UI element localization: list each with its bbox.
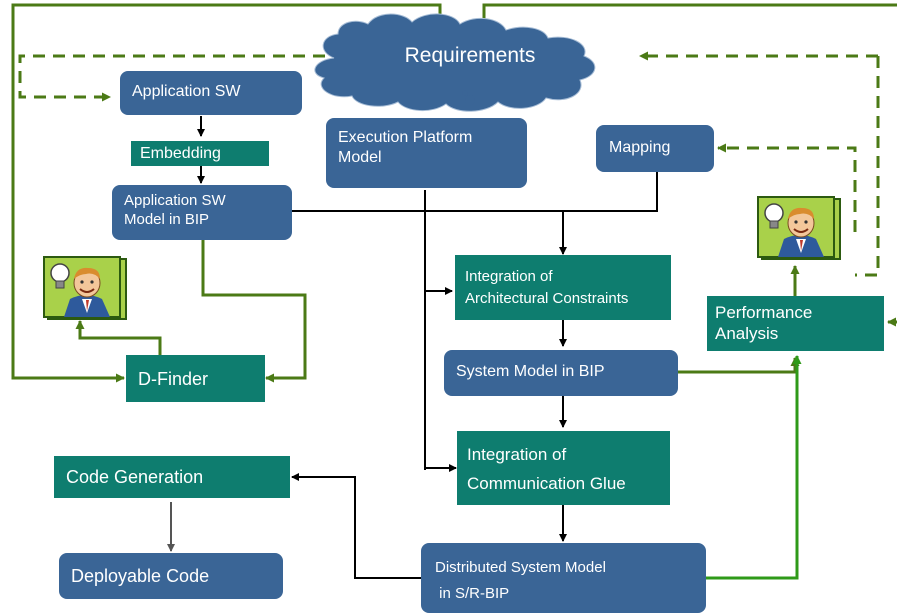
person-icon — [64, 267, 110, 317]
application-sw-box: Application SW — [120, 71, 302, 115]
execution-platform-box: Execution Platform Model — [326, 118, 527, 188]
code-generation-label: Code Generation — [66, 467, 204, 487]
system-model-bip-box: System Model in BIP — [444, 350, 678, 396]
integration-arch-line2: Architectural Constraints — [465, 289, 629, 307]
embedding-box: Embedding — [131, 141, 269, 166]
code-generation-box: Code Generation — [54, 456, 290, 498]
dashed-feedback-lines — [18, 51, 880, 277]
lightbulb-icon — [50, 263, 70, 289]
requirements-label: Requirements — [404, 44, 536, 67]
integration-comm-line2: Communication Glue — [467, 473, 626, 493]
exec-platform-line2: Model — [338, 149, 382, 166]
deployable-code-label: Deployable Code — [71, 566, 210, 586]
distributed-line1: Distributed System Model — [435, 559, 606, 576]
performance-analysis-box: Performance Analysis — [707, 296, 884, 351]
distributed-system-box: Distributed System Model in S/R-BIP — [421, 543, 706, 613]
application-sw-label: Application SW — [132, 83, 241, 100]
integration-arch-line1: Integration of — [465, 268, 553, 285]
integration-comm-line1: Integration of — [467, 445, 567, 464]
d-finder-box: D-Finder — [126, 355, 265, 402]
expert-person-left — [42, 255, 128, 321]
app-sw-bip-line2: Model in BIP — [124, 210, 210, 228]
black-flow-lines — [197, 116, 658, 579]
system-model-label: System Model in BIP — [456, 363, 605, 380]
deployable-code-box: Deployable Code — [59, 553, 283, 599]
d-finder-label: D-Finder — [138, 369, 209, 389]
person-icon — [778, 207, 824, 257]
expert-person-right — [756, 195, 842, 261]
bright-green-line — [706, 355, 802, 580]
lightbulb-icon — [764, 203, 784, 229]
mapping-box: Mapping — [596, 125, 714, 172]
distributed-line2: in S/R-BIP — [435, 584, 510, 602]
application-sw-bip-box: Application SW Model in BIP — [112, 185, 292, 240]
embedding-label: Embedding — [140, 145, 221, 162]
requirements-cloud — [314, 13, 596, 112]
perf-line1: Performance — [715, 303, 813, 322]
integration-communication-box: Integration of Communication Glue — [457, 431, 670, 505]
integration-architectural-box: Integration of Architectural Constraints — [455, 255, 671, 320]
mapping-label: Mapping — [609, 139, 671, 156]
app-sw-bip-line1: Application SW — [124, 192, 226, 209]
requirements-node: Requirements — [380, 43, 560, 75]
exec-platform-line1: Execution Platform — [338, 129, 473, 146]
perf-line2: Analysis — [715, 324, 779, 344]
